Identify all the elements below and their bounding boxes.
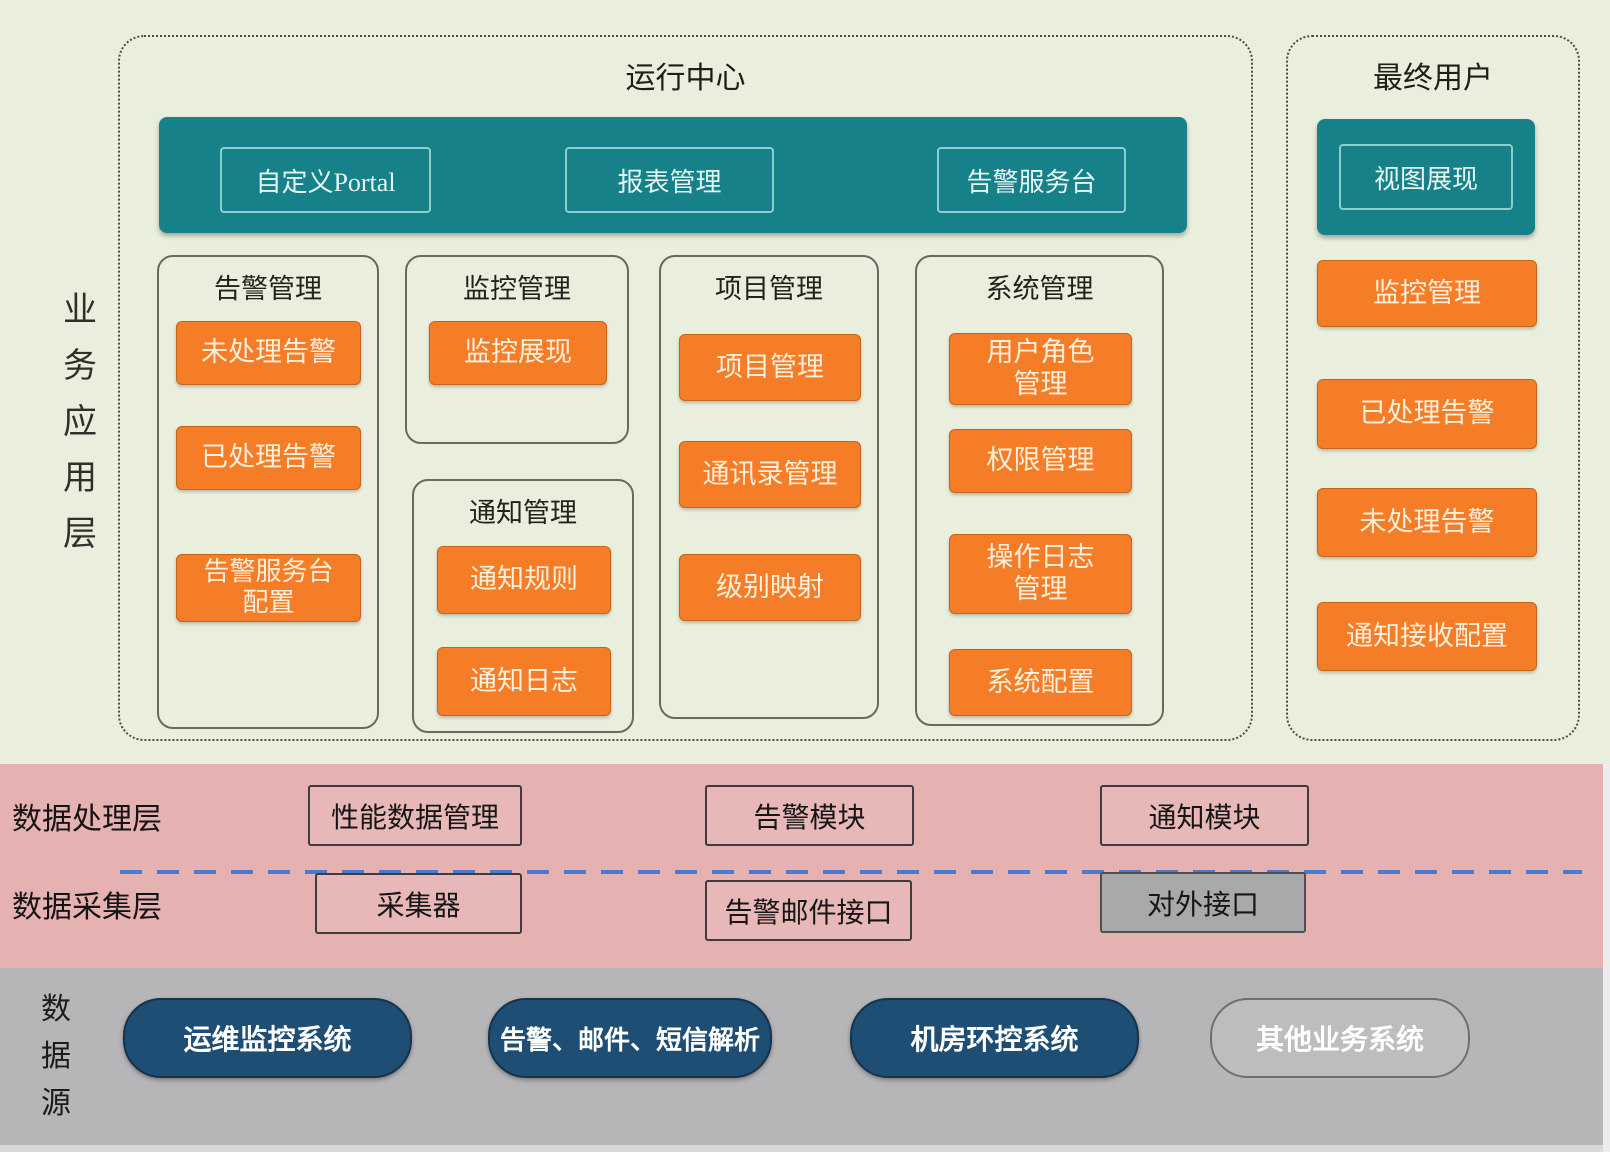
portal-bar: 自定义Portal 报表管理 告警服务台 [159,117,1187,233]
box-alarm-desk-config: 告警服务台 配置 [176,554,361,622]
business-layer-label: 业 务 应 用 层 [58,283,102,563]
box-line: 配置 [242,588,295,617]
box-line: 通讯录管理 [702,458,838,489]
group-project-management: 项目管理 项目管理 通讯录管理 级别映射 [659,255,879,719]
box-line: 通知规则 [470,564,578,595]
box-collector: 采集器 [315,873,522,934]
box-level-mapping: 级别映射 [679,554,861,621]
box-line: 未处理告警 [201,337,336,368]
alarm-desk-button: 告警服务台 [937,147,1126,213]
box-line: 管理 [1013,369,1068,399]
group-title: 监控管理 [463,274,571,304]
box-alarm-mail-interface: 告警邮件接口 [705,880,912,941]
box-line: 管理 [1013,574,1068,604]
group-title: 通知管理 [469,498,577,528]
box-operation-log-management: 操作日志 管理 [949,534,1132,614]
end-user-panel: 最终用户 视图展现 监控管理 已处理告警 未处理告警 通知接收配置 [1286,35,1580,741]
box-contacts-management: 通讯录管理 [679,441,861,508]
box-notify-rule: 通知规则 [437,546,611,614]
pill-other-business-system: 其他业务系统 [1210,998,1470,1078]
bottom-strip [0,1145,1603,1152]
view-display-button: 视图展现 [1339,144,1513,210]
group-title: 系统管理 [985,274,1094,304]
group-title: 项目管理 [715,274,823,304]
box-external-interface: 对外接口 [1100,872,1306,933]
pill-datacenter-env-system: 机房环控系统 [850,998,1139,1078]
business-layer-char: 业 [63,292,97,329]
box-eu-processed-alarm: 已处理告警 [1317,379,1537,449]
pill-ops-monitor-system: 运维监控系统 [123,998,412,1078]
pill-alarm-mail-sms-parse: 告警、邮件、短信解析 [488,998,772,1078]
box-user-role-management: 用户角色 管理 [949,333,1132,405]
box-line: 权限管理 [986,445,1095,476]
box-eu-unprocessed-alarm: 未处理告警 [1317,488,1537,557]
box-unprocessed-alarm: 未处理告警 [176,321,361,385]
group-title: 告警管理 [214,274,322,304]
layer-divider-line [120,870,1582,874]
business-layer-char: 用 [63,460,97,497]
box-line: 通知日志 [470,665,578,696]
data-layers-band: 数据处理层 性能数据管理 告警模块 通知模块 数据采集层 采集器 告警邮件接口 … [0,764,1603,968]
operation-center-panel: 运行中心 自定义Portal 报表管理 告警服务台 告警管理 未处理告警 已处理… [118,35,1253,741]
group-system-management: 系统管理 用户角色 管理 权限管理 操作日志 管理 系统配置 [915,255,1164,726]
report-management-button: 报表管理 [565,147,774,213]
box-line: 用户角色 [986,337,1095,368]
data-source-char: 数 [41,993,71,1026]
end-user-title: 最终用户 [1373,62,1493,95]
group-alarm-management: 告警管理 未处理告警 已处理告警 告警服务台 配置 [157,255,379,729]
right-edge-strip [1603,764,1610,1152]
group-monitor-management: 监控管理 监控展现 [405,255,629,444]
box-system-config: 系统配置 [949,649,1132,716]
group-notify-management: 通知管理 通知规则 通知日志 [412,479,634,733]
box-permission-management: 权限管理 [949,429,1132,493]
processing-layer-label: 数据处理层 [12,803,162,836]
business-layer-char: 层 [63,516,97,553]
data-source-label: 数 据 源 [34,986,78,1127]
business-layer-char: 务 [63,348,97,385]
box-processed-alarm: 已处理告警 [176,426,361,490]
box-line: 级别映射 [716,571,824,602]
business-layer-char: 应 [63,404,97,441]
box-project-management: 项目管理 [679,334,861,401]
box-line: 系统配置 [986,666,1095,697]
box-line: 项目管理 [716,351,824,382]
box-line: 操作日志 [986,542,1095,573]
box-notify-log: 通知日志 [437,647,611,716]
custom-portal-button: 自定义Portal [220,147,431,213]
collection-layer-label: 数据采集层 [12,891,162,924]
view-display-box: 视图展现 [1317,119,1535,235]
data-source-band: 数 据 源 运维监控系统 告警、邮件、短信解析 机房环控系统 其他业务系统 [0,968,1603,1145]
box-performance-data-management: 性能数据管理 [308,785,522,846]
data-source-char: 源 [41,1087,71,1120]
operation-center-title: 运行中心 [625,62,746,95]
box-line: 已处理告警 [201,442,336,473]
box-line: 告警服务台 [203,557,334,587]
box-monitor-display: 监控展现 [429,321,607,385]
box-eu-monitor-management: 监控管理 [1317,260,1537,327]
box-alarm-module: 告警模块 [705,785,914,846]
box-line: 监控展现 [464,337,572,368]
data-source-char: 据 [41,1040,71,1073]
box-eu-notify-receive-config: 通知接收配置 [1317,602,1537,671]
box-notify-module: 通知模块 [1100,785,1309,846]
